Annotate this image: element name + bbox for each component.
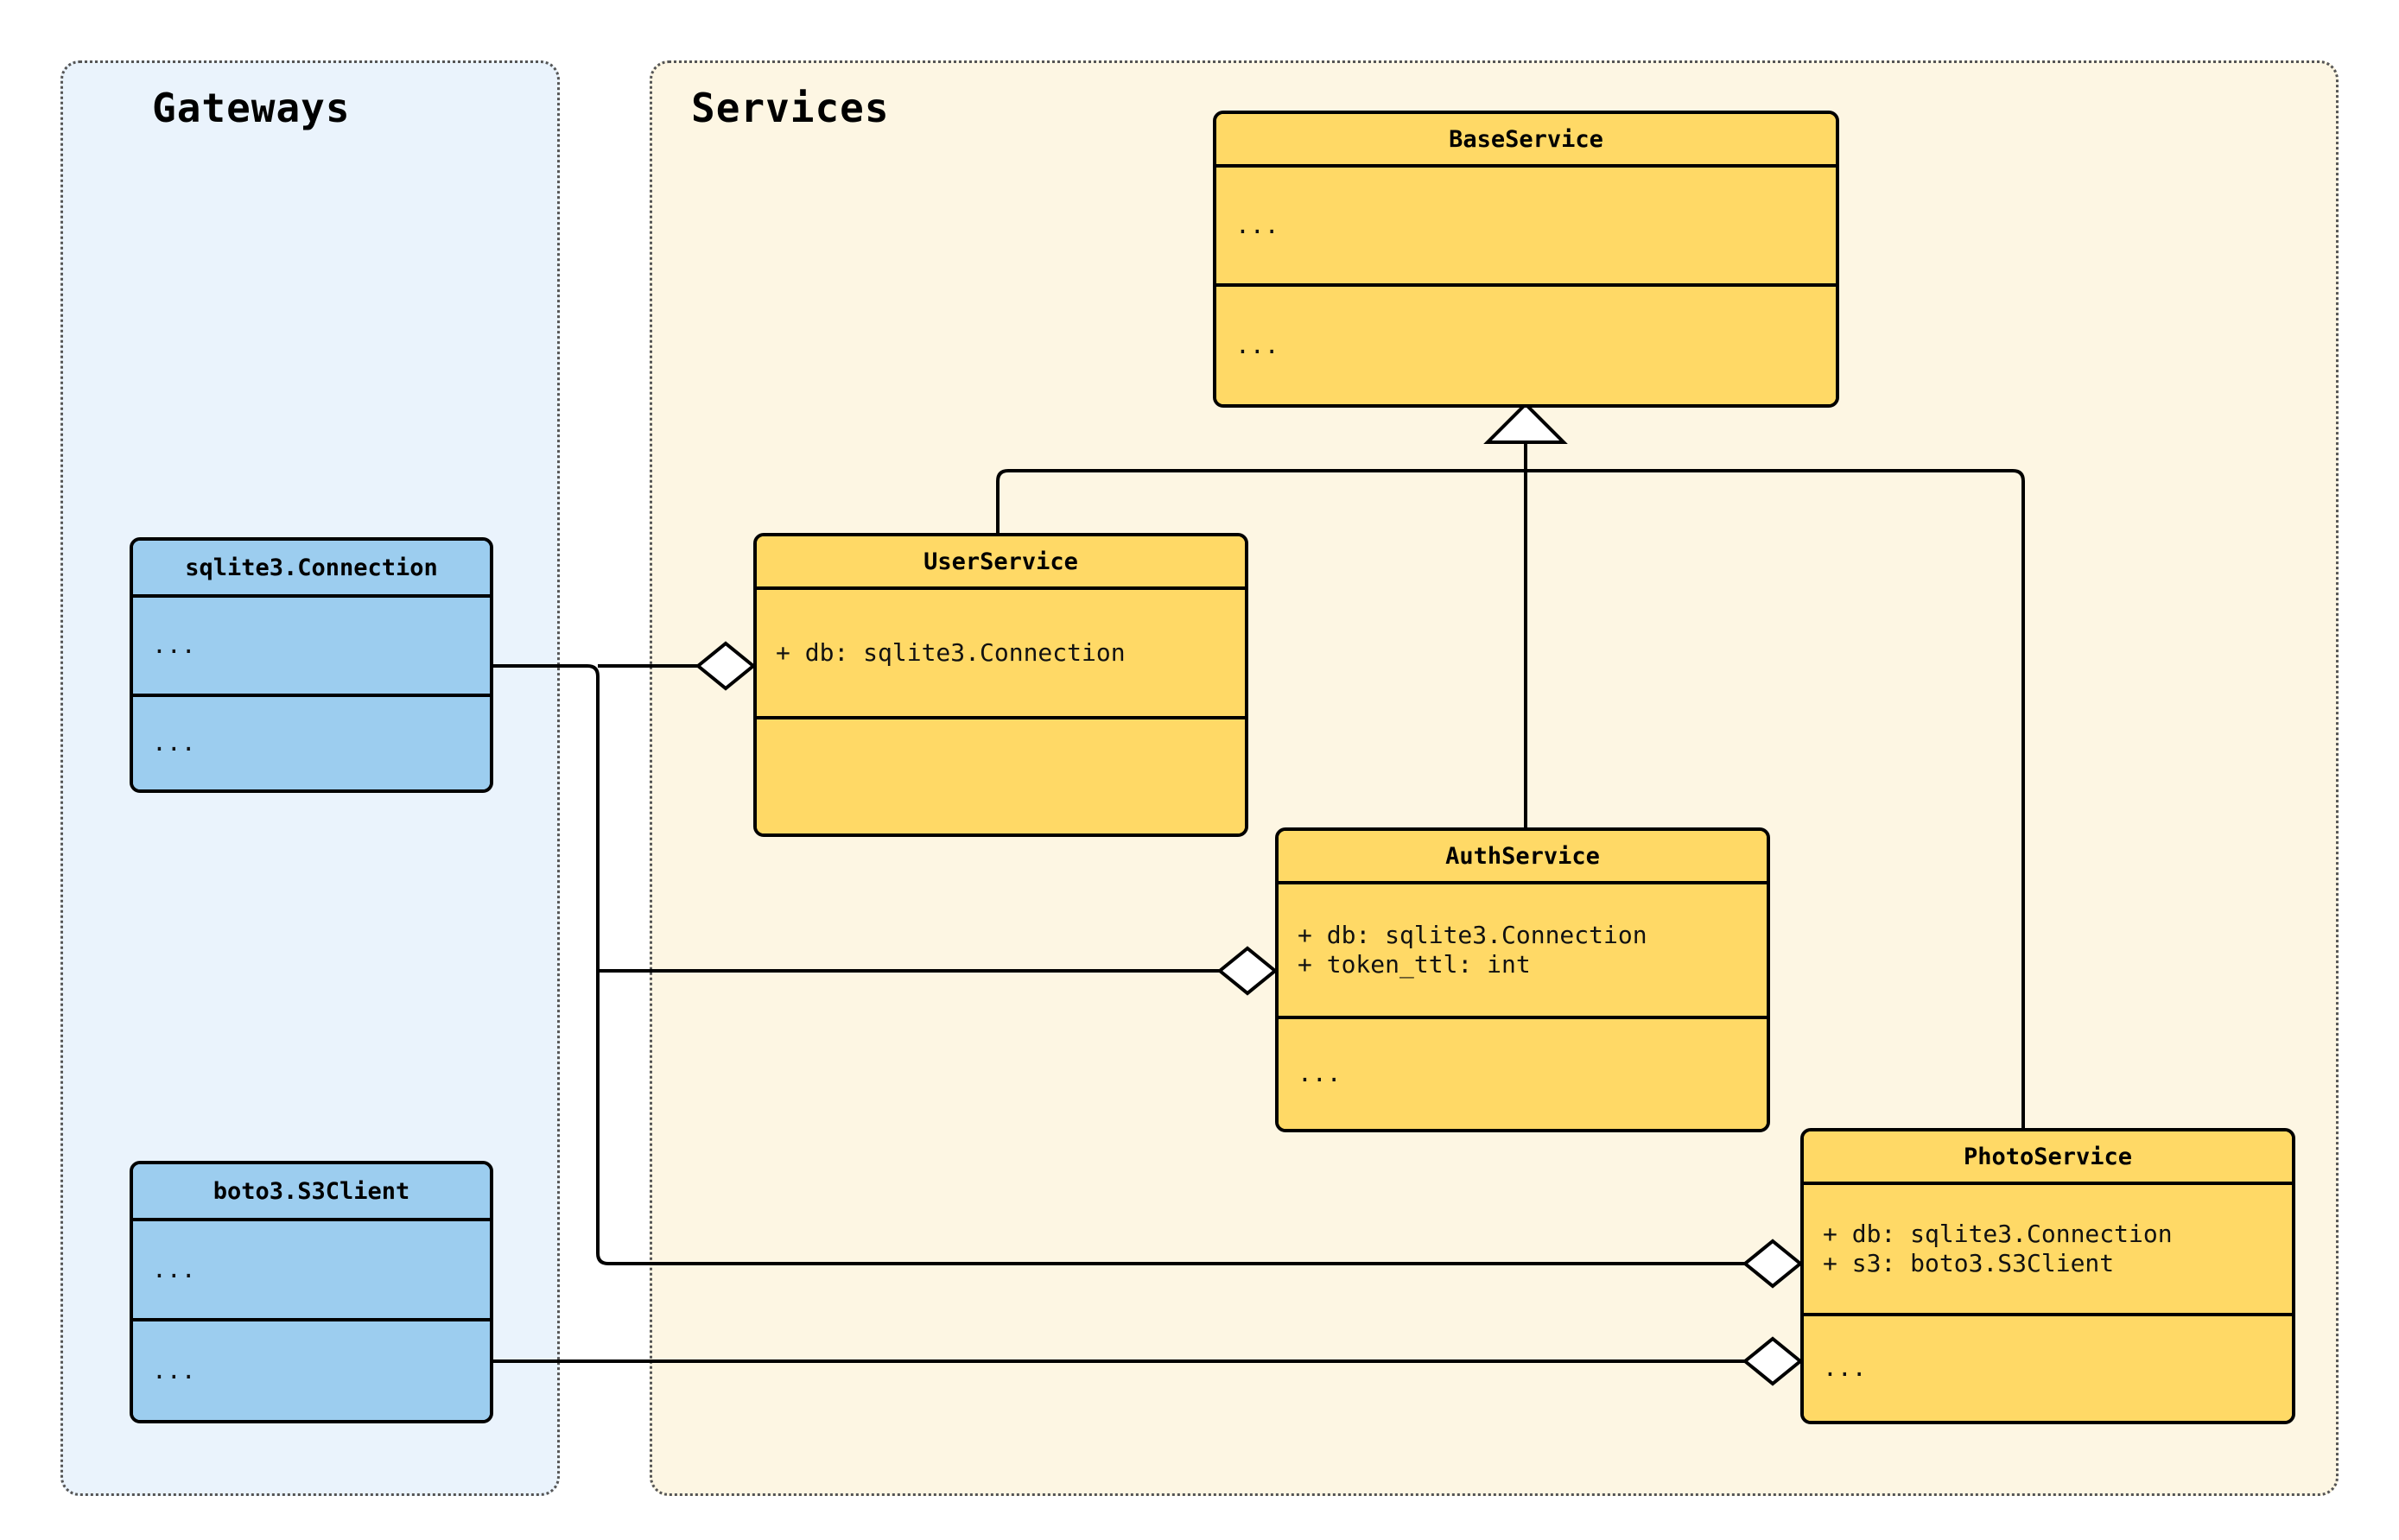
method-row: ... xyxy=(1235,330,1279,359)
class-auth-service[interactable]: AuthService + db: sqlite3.Connection + t… xyxy=(1275,827,1770,1132)
class-name-photo-service: PhotoService xyxy=(1804,1131,2292,1185)
method-row: ... xyxy=(152,1355,196,1385)
attribute-row: + s3: boto3.S3Client xyxy=(1823,1249,2115,1277)
class-boto3-s3client[interactable]: boto3.S3Client ... ... xyxy=(130,1161,493,1423)
method-row: ... xyxy=(1298,1059,1342,1088)
attribute-row: + token_ttl: int xyxy=(1298,950,1531,979)
package-services-title: Services xyxy=(691,85,890,131)
class-sqlite3-connection[interactable]: sqlite3.Connection ... ... xyxy=(130,537,493,793)
class-name-user-service: UserService xyxy=(757,536,1245,590)
class-base-service[interactable]: BaseService ... ... xyxy=(1213,111,1839,408)
class-attributes-photo-service: + db: sqlite3.Connection + s3: boto3.S3C… xyxy=(1804,1185,2292,1316)
class-attributes-user-service: + db: sqlite3.Connection xyxy=(757,590,1245,719)
class-name-base-service: BaseService xyxy=(1216,114,1836,168)
method-row: ... xyxy=(152,728,196,757)
class-attributes-boto3-s3client: ... xyxy=(133,1221,490,1321)
class-methods-boto3-s3client: ... xyxy=(133,1321,490,1420)
attribute-row: + db: sqlite3.Connection xyxy=(1823,1219,2173,1248)
class-methods-auth-service: ... xyxy=(1279,1019,1767,1129)
attribute-row: ... xyxy=(152,631,196,660)
class-name-auth-service: AuthService xyxy=(1279,831,1767,884)
class-attributes-sqlite3-connection: ... xyxy=(133,598,490,697)
class-methods-user-service xyxy=(757,719,1245,833)
package-gateways-title: Gateways xyxy=(152,85,351,131)
method-row: ... xyxy=(1823,1353,1867,1383)
attribute-row: + db: sqlite3.Connection xyxy=(1298,920,1647,949)
class-name-sqlite3-connection: sqlite3.Connection xyxy=(133,541,490,598)
class-user-service[interactable]: UserService + db: sqlite3.Connection xyxy=(753,533,1248,837)
class-photo-service[interactable]: PhotoService + db: sqlite3.Connection + … xyxy=(1800,1128,2295,1424)
class-methods-base-service: ... xyxy=(1216,287,1836,404)
class-methods-photo-service: ... xyxy=(1804,1316,2292,1421)
class-name-boto3-s3client: boto3.S3Client xyxy=(133,1164,490,1221)
class-attributes-auth-service: + db: sqlite3.Connection + token_ttl: in… xyxy=(1279,884,1767,1019)
class-attributes-base-service: ... xyxy=(1216,168,1836,287)
attribute-row: ... xyxy=(1235,210,1279,239)
attribute-row: + db: sqlite3.Connection xyxy=(776,637,1126,667)
attribute-row: ... xyxy=(152,1254,196,1283)
class-methods-sqlite3-connection: ... xyxy=(133,697,490,789)
